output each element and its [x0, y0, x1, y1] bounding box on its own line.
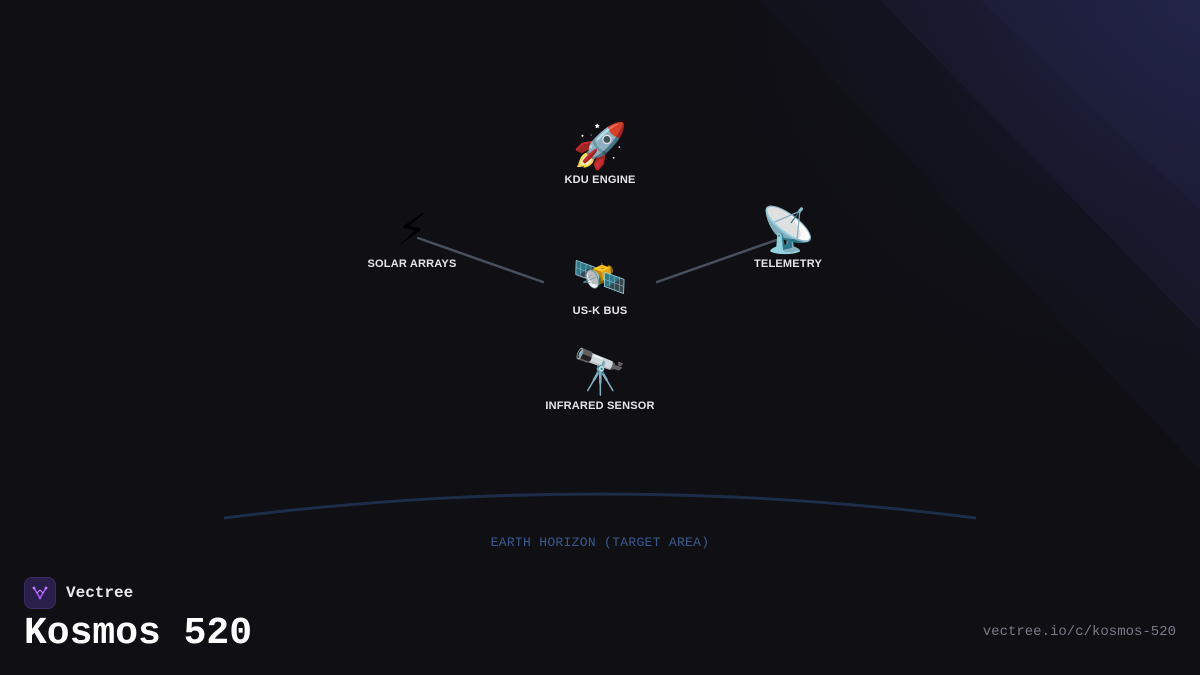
page-title: Kosmos 520	[24, 612, 253, 655]
node-label: SOLAR ARRAYS	[367, 258, 457, 270]
node-us-k-bus[interactable]: 🛰️ US-K BUS	[520, 253, 680, 317]
connector-bus-telemetry	[655, 236, 784, 284]
node-label: KDU ENGINE	[564, 174, 636, 186]
satellite-icon: 🛰️	[572, 253, 628, 302]
earth-horizon-arc	[223, 492, 977, 520]
node-kdu-engine[interactable]: 🚀 KDU ENGINE	[520, 122, 680, 186]
vectree-logo-icon	[24, 577, 56, 609]
horizon-label: EARTH HORIZON (TARGET AREA)	[490, 535, 710, 550]
connector-bus-solar	[416, 236, 545, 284]
node-infrared-sensor[interactable]: 🔭 INFRARED SENSOR	[520, 348, 680, 412]
telescope-icon: 🔭	[572, 348, 628, 397]
node-label: TELEMETRY	[753, 258, 822, 270]
satellite-dish-icon: 📡	[760, 206, 816, 255]
brand-name: Vectree	[66, 584, 134, 602]
node-telemetry[interactable]: 📡 TELEMETRY	[708, 206, 868, 270]
page-url[interactable]: vectree.io/c/kosmos-520	[982, 624, 1176, 640]
brand[interactable]: Vectree	[24, 577, 133, 609]
lightning-icon: ⚡	[396, 206, 428, 255]
node-label: US-K BUS	[572, 305, 628, 317]
node-solar-arrays[interactable]: ⚡ SOLAR ARRAYS	[332, 206, 492, 270]
rocket-icon: 🚀	[572, 122, 628, 171]
node-label: INFRARED SENSOR	[545, 400, 655, 412]
